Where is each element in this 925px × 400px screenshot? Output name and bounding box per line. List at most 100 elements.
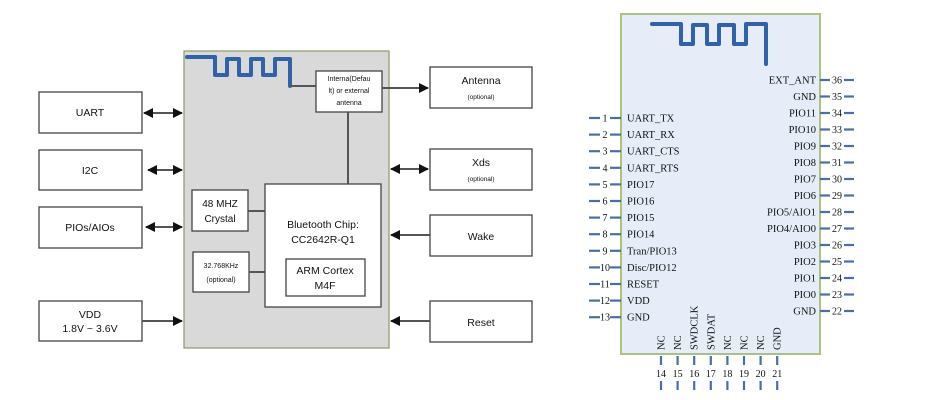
peripheral-antenna: Antenna (optional): [382, 66, 533, 109]
reset-label: Reset: [467, 317, 495, 329]
module-body: [620, 13, 821, 355]
pin-number: 15: [673, 369, 683, 380]
xds-label: Xds: [472, 157, 490, 169]
antenna-label: Antenna: [461, 75, 500, 87]
pin-name: UART_RX: [627, 130, 675, 141]
pin-6: 6 PIO16: [589, 197, 654, 208]
pin-name: PIO15: [627, 213, 654, 224]
pin-name: PIO9: [794, 142, 816, 153]
pin-number: 3: [603, 147, 608, 158]
pin-name: EXT_ANT: [769, 76, 817, 87]
peripheral-xds: Xds (optional): [390, 148, 533, 191]
pin-name: NC: [657, 335, 668, 350]
pin-number: 5: [603, 180, 608, 191]
pin-27: 27 PIO4/AIO0: [767, 224, 854, 235]
crystal-32-line1: 32.768KHz: [204, 263, 239, 270]
pin-number: 31: [832, 158, 842, 169]
pin-name: NC: [756, 335, 767, 350]
antenna-select-box: Interna(Defau lt) or external antenna: [315, 70, 383, 113]
peripheral-vdd: VDD 1.8V ~ 3.6V: [38, 300, 183, 342]
pin-name: NC: [673, 335, 684, 350]
antenna-sublabel: (optional): [467, 94, 494, 101]
pin-number: 25: [832, 257, 842, 268]
pin-number: 24: [832, 274, 842, 285]
vdd-label: VDD: [79, 309, 102, 321]
pin-name: UART_RTS: [627, 163, 679, 174]
pin-name: PIO7: [794, 175, 816, 186]
pin-name: PIO16: [627, 197, 654, 208]
crystal-48mhz-box: 48 MHZ Crystal: [191, 189, 249, 232]
pin-4: 4 UART_RTS: [589, 163, 679, 174]
wake-label: Wake: [468, 231, 495, 243]
pin-35: 35 GND: [793, 92, 854, 103]
pin-name: GND: [773, 327, 784, 350]
pin-1: 1 UART_TX: [589, 114, 675, 125]
pin-name: PIO4/AIO0: [767, 224, 816, 235]
pin-name: SWDAT: [706, 313, 717, 350]
pin-name: UART_TX: [627, 114, 675, 125]
arm-core-box: ARM Cortex M4F: [285, 258, 366, 297]
pin-number: 34: [832, 109, 842, 120]
chip-line1: Bluetooth Chip:: [287, 219, 359, 231]
pin-number: 9: [603, 246, 608, 257]
pin-name: PIO10: [789, 125, 816, 136]
i2c-label: I2C: [82, 165, 99, 177]
pin-number: 19: [739, 369, 749, 380]
pin-number: 14: [656, 369, 666, 380]
antenna-select-line1: Interna(Defau: [328, 76, 371, 83]
pin-name: GND: [793, 92, 816, 103]
pin-name: GND: [627, 313, 650, 324]
pin-14: 14 NC: [656, 335, 668, 390]
pin-number: 13: [600, 313, 610, 324]
pin-number: 28: [832, 208, 842, 219]
pin-number: 22: [832, 307, 842, 318]
vdd-range-label: 1.8V ~ 3.6V: [62, 323, 117, 335]
crystal-32-line2: (optional): [206, 277, 235, 284]
pin-number: 23: [832, 290, 842, 301]
pin-number: 27: [832, 224, 842, 235]
pin-number: 6: [603, 197, 608, 208]
pin-number: 1: [603, 114, 608, 125]
pin-31: 31 PIO8: [794, 158, 854, 169]
pin-2: 2 UART_RX: [589, 130, 675, 141]
pin-number: 10: [600, 263, 610, 274]
pin-number: 16: [689, 369, 699, 380]
pin-26: 26 PIO3: [794, 241, 854, 252]
pin-name: RESET: [627, 280, 660, 291]
crystal-32khz-box: 32.768KHz (optional): [192, 251, 250, 293]
core-line1: ARM Cortex: [296, 265, 354, 277]
pin-number: 20: [756, 369, 766, 380]
pin-33: 33 PIO10: [789, 125, 854, 136]
antenna-select-line2: lt) or external: [329, 88, 370, 95]
pin-number: 2: [603, 130, 608, 141]
pin-number: 4: [603, 163, 608, 174]
pin-name: PIO8: [794, 158, 816, 169]
pin-name: PIO3: [794, 241, 816, 252]
pin-number: 21: [772, 369, 782, 380]
crystal-48-line2: Crystal: [204, 214, 235, 225]
pin-number: 26: [832, 241, 842, 252]
pin-number: 33: [832, 125, 842, 136]
peripheral-uart: UART: [38, 91, 183, 134]
peripheral-reset: Reset: [390, 300, 533, 343]
pin-number: 35: [832, 92, 842, 103]
pin-name: Disc/PIO12: [627, 263, 677, 274]
pin-number: 29: [832, 191, 842, 202]
pin-number: 12: [600, 296, 610, 307]
crystal-48-line1: 48 MHZ: [202, 199, 238, 210]
pin-name: PIO5/AIO1: [767, 208, 816, 219]
pcb-antenna-icon: [185, 55, 292, 88]
